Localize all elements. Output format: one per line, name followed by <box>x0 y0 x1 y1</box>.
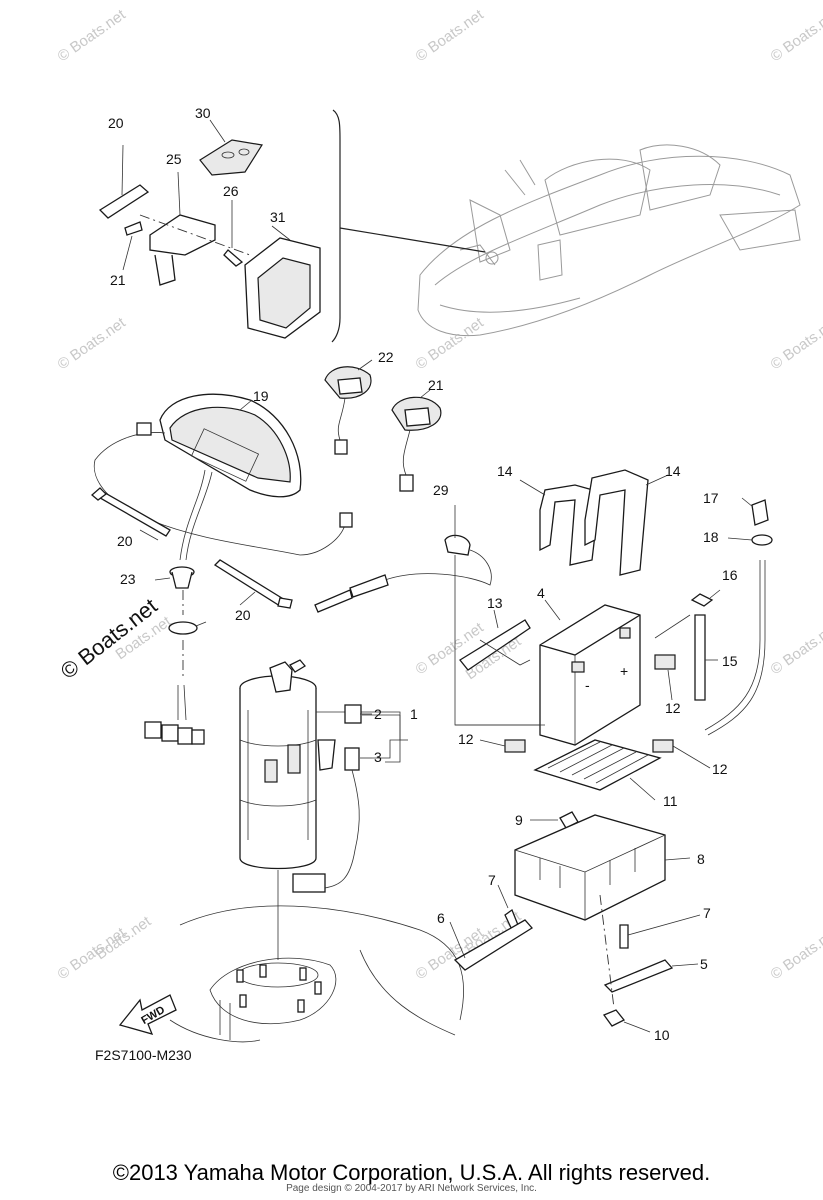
part-24-clamp <box>168 621 207 635</box>
part-20-cable-tie <box>213 559 293 609</box>
label-23: 23 <box>120 571 136 587</box>
label-21: 21 <box>428 377 444 393</box>
part-8-battery-box <box>514 814 691 921</box>
fwd-arrow-icon: FWD <box>118 994 177 1035</box>
part-31-receiver-box <box>244 225 321 339</box>
label-5: 5 <box>700 956 708 972</box>
label-13: 13 <box>487 595 503 611</box>
part-22-switch <box>324 359 373 455</box>
part-3-sender <box>292 739 372 893</box>
page-design-text: Page design © 2004-2017 by ARI Network S… <box>286 1183 537 1194</box>
label-1: 1 <box>410 706 418 722</box>
part-4-battery: + - <box>539 599 641 746</box>
label-27: 20 <box>108 115 124 131</box>
label-12c: 12 <box>712 761 728 777</box>
part-29-lead <box>314 505 545 726</box>
part-12-pad <box>654 654 676 701</box>
part-26-screw <box>223 200 244 267</box>
part-labels: 20 30 25 26 31 21 22 21 19 29 14 14 17 1… <box>95 105 738 1063</box>
part-16-bolt <box>654 589 721 639</box>
harness-connector <box>144 684 205 745</box>
part-6-bracket <box>449 919 533 971</box>
label-19: 19 <box>253 388 269 404</box>
label-22: 22 <box>378 349 394 365</box>
part-14-strap <box>584 469 669 576</box>
watermark: © Boats.net <box>55 6 130 65</box>
part-13-pad <box>459 609 531 671</box>
diagram-code: F2S7100-M230 <box>95 1047 192 1063</box>
part-28-screw <box>122 221 143 271</box>
callout-arrow <box>339 227 486 253</box>
watermark: © Boats.net <box>768 619 823 678</box>
label-26: 26 <box>223 183 239 199</box>
label-2: 2 <box>374 706 382 722</box>
part-30-remote <box>199 119 263 176</box>
part-27-plate <box>98 144 150 219</box>
part-25-bracket <box>139 171 251 286</box>
watermark: © Boats.net <box>413 6 488 65</box>
part-19-meter <box>93 393 353 561</box>
part-12-pad <box>652 739 711 769</box>
part-12-pad <box>479 739 526 753</box>
part-15-hose <box>694 560 766 736</box>
label-14: 14 <box>497 463 513 479</box>
label-20: 20 <box>117 533 133 549</box>
label-7: 7 <box>488 872 496 888</box>
label-6: 6 <box>437 910 445 926</box>
watermark: © Boats.net <box>55 314 130 373</box>
label-25: 25 <box>166 151 182 167</box>
label-8: 8 <box>697 851 705 867</box>
part-11-mat <box>533 739 662 801</box>
watermark: © Boats.net <box>768 924 823 983</box>
copyright-text: ©2013 Yamaha Motor Corporation, U.S.A. A… <box>112 1160 711 1185</box>
part-23-grommet <box>154 566 195 589</box>
svg-text:-: - <box>585 677 590 693</box>
label-18: 18 <box>703 529 719 545</box>
label-3: 3 <box>374 749 382 765</box>
label-17: 17 <box>703 490 719 506</box>
label-30: 30 <box>195 105 211 121</box>
label-28: 21 <box>110 272 126 288</box>
label-31: 31 <box>270 209 286 225</box>
watermark: © Boats.net <box>768 314 823 373</box>
part-10-nut <box>599 894 651 1033</box>
callout-bracket <box>331 109 341 343</box>
label-9: 9 <box>515 812 523 828</box>
fuel-tank-outline <box>169 905 464 1043</box>
watermark: © Boats.net <box>413 314 488 373</box>
svg-text:+: + <box>620 663 628 679</box>
fwd-label: FWD <box>139 1004 167 1027</box>
part-1-fuel-pump <box>239 659 401 960</box>
watermark: © Boats.net <box>768 6 823 65</box>
watercraft-illustration <box>417 144 801 337</box>
label-7b: 7 <box>703 905 711 921</box>
part-5-bracket <box>603 959 699 993</box>
part-20-cable-tie <box>90 487 171 541</box>
label-12b: 12 <box>458 731 474 747</box>
part-18-clamp <box>727 534 773 546</box>
label-10: 10 <box>654 1027 670 1043</box>
label-29: 29 <box>433 482 449 498</box>
part-7-screw <box>619 914 701 949</box>
label-14b: 14 <box>665 463 681 479</box>
label-15: 15 <box>722 653 738 669</box>
label-4: 4 <box>537 585 545 601</box>
part-17-vent <box>741 497 769 526</box>
label-20b: 20 <box>235 607 251 623</box>
label-16: 16 <box>722 567 738 583</box>
label-12: 12 <box>665 700 681 716</box>
label-11: 11 <box>663 793 678 809</box>
part-2-connector <box>344 704 372 724</box>
part-21-switch <box>391 389 442 492</box>
